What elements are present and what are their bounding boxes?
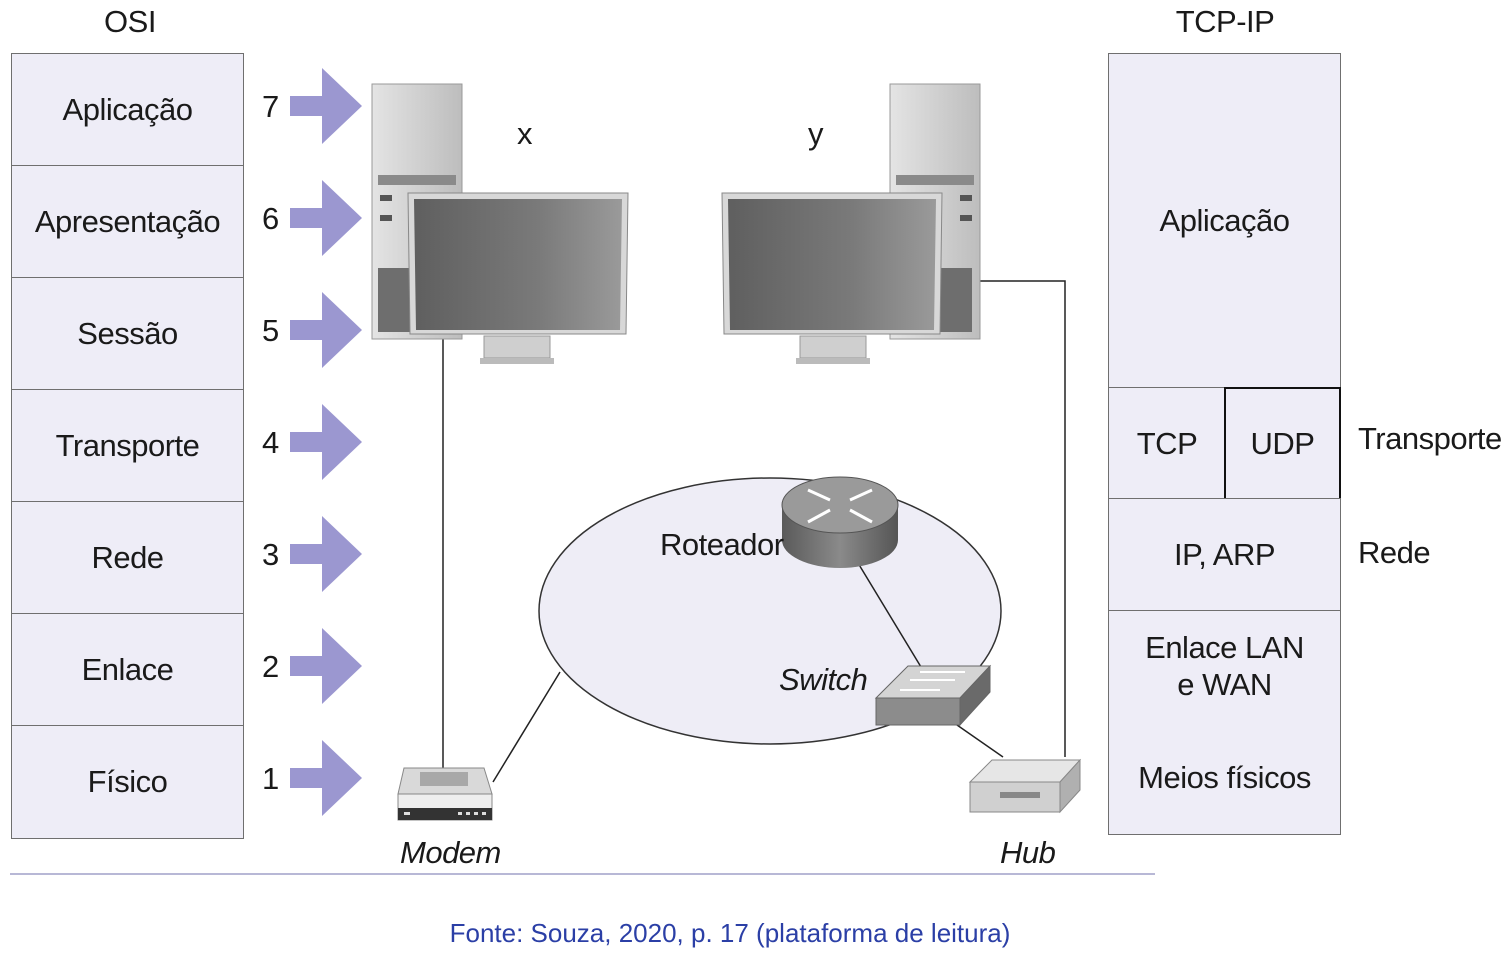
link-y-hub [975, 280, 1066, 757]
osi-layer-arrow [290, 292, 362, 368]
host-x-label: x [517, 116, 533, 151]
tcpip-physical-layer: Meios físicos [1108, 721, 1341, 835]
tcpip-side-transport: Transporte [1358, 421, 1502, 456]
osi-layer-number: 2 [262, 649, 280, 684]
osi-layer-arrow [290, 180, 362, 256]
osi-layer-arrow [290, 516, 362, 592]
osi-layer-number: 5 [262, 313, 280, 348]
router-label: Roteador [660, 527, 784, 562]
modem-label: Modem [400, 835, 501, 870]
tcpip-udp-layer: UDP [1224, 387, 1341, 500]
hub-icon [968, 758, 1082, 814]
tcpip-internet-layer: IP, ARP [1108, 498, 1341, 612]
tcpip-side-network: Rede [1358, 535, 1431, 570]
computer-y-icon [721, 83, 981, 364]
switch-label: Switch [779, 662, 868, 697]
osi-layer-arrow [290, 68, 362, 144]
osi-layer-arrow [290, 628, 362, 704]
hub-label: Hub [1000, 835, 1056, 870]
link-modem-cloud [492, 671, 561, 783]
osi-layer-number: 4 [262, 425, 280, 460]
osi-layer-arrow [290, 404, 362, 480]
tcpip-link-layer: Enlace LAN e WAN [1108, 610, 1341, 723]
osi-layer-arrow [290, 740, 362, 816]
osi-layer: Apresentação [11, 165, 244, 279]
osi-layer-number: 3 [262, 537, 280, 572]
osi-title: OSI [104, 4, 156, 39]
switch-icon [874, 664, 992, 727]
osi-layer-number: 7 [262, 89, 280, 124]
osi-layer: Aplicação [11, 53, 244, 167]
tcpip-title: TCP-IP [1175, 4, 1275, 39]
osi-layer: Enlace [11, 613, 244, 727]
osi-layer-number: 1 [262, 761, 280, 796]
osi-layer: Sessão [11, 277, 244, 391]
tcpip-tcp-layer: TCP [1108, 387, 1226, 500]
osi-layer-number: 6 [262, 201, 280, 236]
link-switch-hub [956, 724, 1004, 758]
osi-arrows [290, 68, 362, 816]
figure-caption: Fonte: Souza, 2020, p. 17 (plataforma de… [449, 918, 1011, 948]
modem-icon [397, 767, 493, 821]
osi-layer: Físico [11, 725, 244, 839]
link-router-switch [857, 562, 922, 668]
computer-x-icon [371, 83, 629, 364]
diagram-graphics [10, 68, 1155, 875]
osi-layer: Rede [11, 501, 244, 615]
router-icon [781, 476, 899, 568]
osi-layer: Transporte [11, 389, 244, 503]
host-y-label: y [808, 116, 824, 151]
tcpip-application-layer: Aplicação [1108, 53, 1341, 389]
